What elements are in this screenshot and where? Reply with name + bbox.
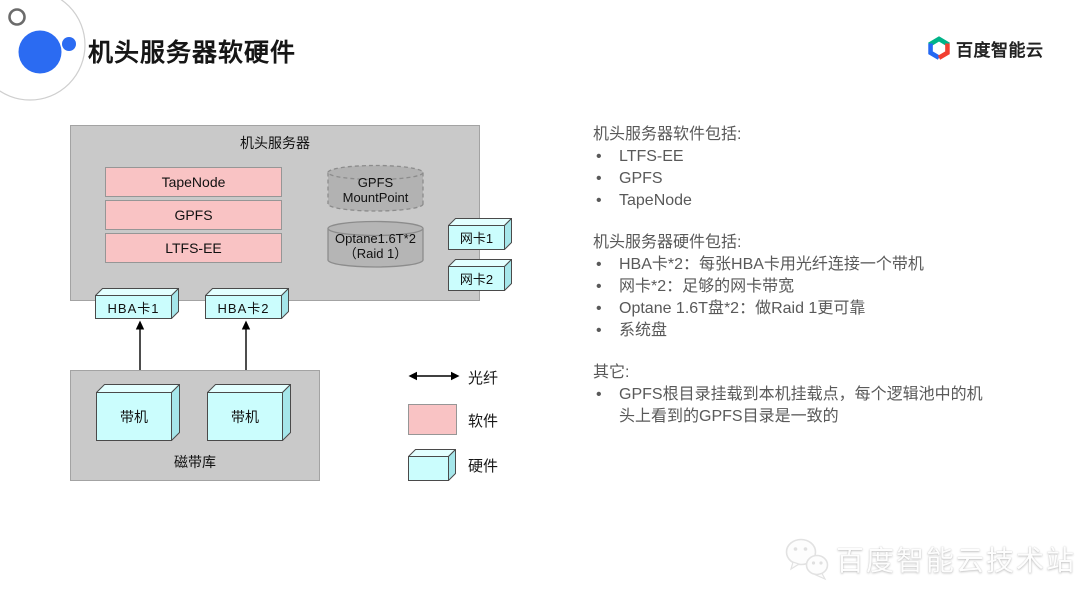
tape-drive1-box: 带机 (95, 383, 181, 442)
tape-drive1-label: 带机 (120, 408, 148, 425)
optane-disk-label: Optane1.6T*2 （Raid 1） (335, 230, 416, 261)
bullet-marker: • (596, 300, 602, 317)
decorative-arc (0, 0, 86, 101)
bullet-marker: • (596, 256, 602, 273)
hba2-box: HBA卡2 (204, 287, 290, 320)
legend-hardware-label: 硬件 (468, 458, 499, 475)
box3d-icon (447, 217, 513, 251)
wechat-icon (785, 538, 829, 581)
hba2-label: HBA卡2 (217, 300, 270, 316)
description-panel: 机头服务器软件包括: • LTFS-EE • GPFS • TapeNode 机… (593, 124, 995, 428)
bullet-item: • GPFS (593, 168, 995, 190)
box3d-icon (206, 383, 292, 442)
ring-icon (8, 8, 26, 26)
baidu-cloud-logo-text: 百度智能云 (956, 40, 1044, 60)
section-heading: 机头服务器软件包括: (593, 126, 742, 143)
watermark-text: 百度智能云技术站 (836, 545, 1077, 576)
bullet-item: • Optane 1.6T盘*2：做Raid 1更可靠 (593, 298, 995, 320)
cylinder-dashed-icon (327, 164, 424, 212)
tape-library-label: 磁带库 (174, 454, 216, 470)
legend-fiber-label: 光纤 (468, 370, 499, 387)
decorative-circles (0, 0, 86, 101)
blue-dot-icon (62, 37, 76, 51)
optane-disk-cylinder: Optane1.6T*2 （Raid 1） (327, 220, 424, 268)
legend-fiber-arrow-icon (408, 371, 460, 381)
software-box-gpfs: GPFS (105, 200, 282, 230)
software-box-tapenode: TapeNode (105, 167, 282, 197)
nic2-box: 网卡2 (447, 258, 513, 292)
hba1-box: HBA卡1 (94, 287, 180, 320)
bullet-item: • HBA卡*2：每张HBA卡用光纤连接一个带机 (593, 254, 995, 276)
baidu-cloud-logo-icon (928, 36, 950, 60)
hardware-section: 机头服务器硬件包括: • HBA卡*2：每张HBA卡用光纤连接一个带机 • 网卡… (593, 232, 995, 342)
page-title: 机头服务器软硬件 (88, 39, 297, 67)
software-section: 机头服务器软件包括: • LTFS-EE • GPFS • TapeNode (593, 124, 995, 212)
cylinder-icon (327, 220, 424, 268)
baidu-cloud-logo: 百度智能云 (926, 35, 1044, 61)
head-server-label: 机头服务器 (240, 135, 310, 151)
bullet-item: • TapeNode (593, 190, 995, 212)
bullet-marker: • (596, 170, 602, 187)
nic2-label: 网卡2 (459, 272, 494, 287)
hba1-label: HBA卡1 (107, 300, 160, 316)
bullet-item: • LTFS-EE (593, 146, 995, 168)
nic1-label: 网卡1 (459, 231, 494, 246)
box3d-icon (447, 258, 513, 292)
box3d-icon (94, 287, 180, 320)
bullet-marker: • (596, 192, 602, 209)
bullet-marker: • (596, 322, 602, 339)
blue-circle-icon (18, 30, 62, 74)
bullet-marker: • (596, 278, 602, 295)
tape-drive2-box: 带机 (206, 383, 292, 442)
gpfs-mountpoint-cylinder: GPFS MountPoint (327, 164, 424, 212)
legend-software-swatch (408, 404, 457, 435)
legend-hardware-swatch (408, 449, 456, 481)
watermark: 百度智能云技术站 (783, 534, 1076, 584)
section-heading: 其它: (593, 364, 630, 381)
bullet-item: • 系统盘 (593, 320, 995, 342)
bullet-item: • 网卡*2：足够的网卡带宽 (593, 276, 995, 298)
tape-drive2-label: 带机 (231, 408, 259, 425)
section-heading: 机头服务器硬件包括: (593, 234, 742, 251)
bullet-marker: • (596, 148, 602, 165)
software-box-ltfsee: LTFS-EE (105, 233, 282, 263)
gpfs-mountpoint-label: GPFS MountPoint (342, 174, 409, 205)
bullet-item: • GPFS根目录挂载到本机挂载点，每个逻辑池中的机头上看到的GPFS目录是一致… (596, 386, 983, 425)
box3d-icon (204, 287, 290, 320)
bullet-marker: • (596, 386, 602, 403)
nic1-box: 网卡1 (447, 217, 513, 251)
others-section: 其它: • GPFS根目录挂载到本机挂载点，每个逻辑池中的机头上看到的GPFS目… (593, 362, 995, 428)
box3d-icon (95, 383, 181, 442)
legend-software-label: 软件 (468, 413, 499, 430)
